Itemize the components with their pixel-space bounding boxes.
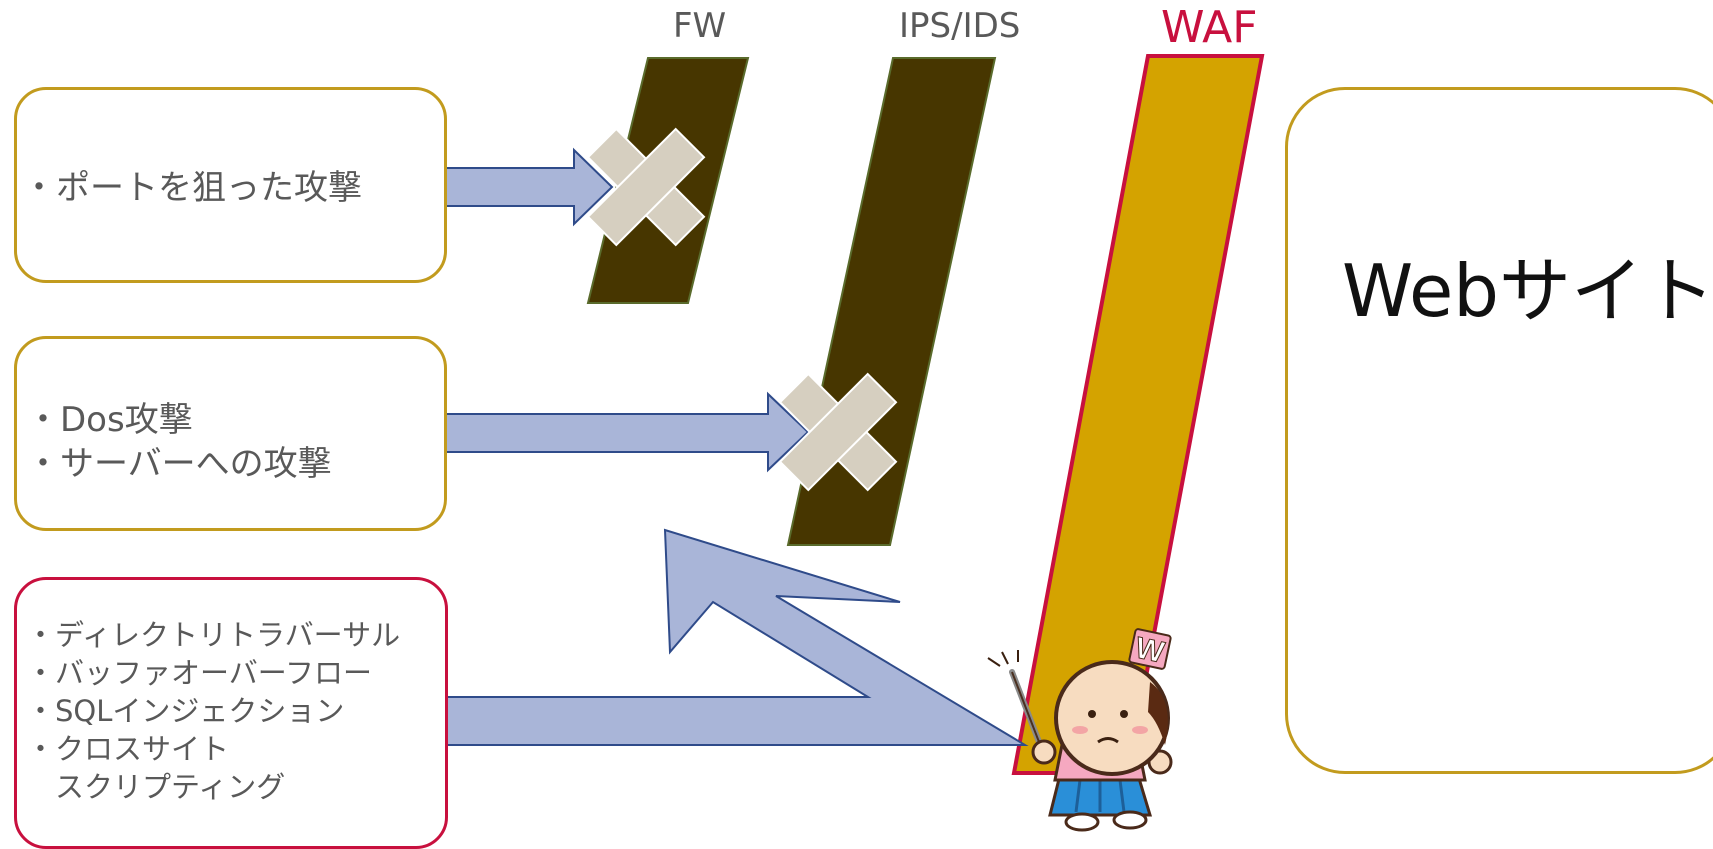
attack-line: ・ディレクトリトラバーサル (26, 618, 401, 652)
web-attack-box (14, 577, 448, 849)
dos-attack-box (14, 336, 447, 531)
dos-attack-text: ・Dos攻撃 ・サーバーへの攻撃 (26, 398, 332, 486)
attack-line: ・サーバーへの攻撃 (26, 444, 332, 484)
attack-line: ・ポートを狙った攻撃 (22, 168, 362, 208)
web-attack-reflected-arrow (444, 528, 1029, 746)
attack-line: スクリプティング (26, 770, 286, 804)
block-x-icon (586, 127, 706, 247)
attack-line: ・SQLインジェクション (26, 694, 345, 728)
waf-wall (1011, 54, 1265, 775)
web-attack-text: ・ディレクトリトラバーサル ・バッファオーバーフロー ・SQLインジェクション … (26, 616, 400, 806)
dos-attack-arrow (444, 391, 810, 473)
attack-line: ・バッファオーバーフロー (26, 656, 372, 690)
website-box (1285, 87, 1713, 774)
ips-ids-label: IPS/IDS (899, 6, 1021, 46)
attack-line: ・Dos攻撃 (26, 400, 193, 440)
block-x-icon (778, 372, 898, 492)
fw-label: FW (673, 6, 727, 46)
waf-label: WAF (1161, 2, 1258, 53)
website-title: Webサイト (1342, 249, 1713, 333)
port-attack-arrow (444, 147, 614, 227)
port-attack-text: ・ポートを狙った攻撃 (22, 165, 362, 211)
attack-line: ・クロスサイト (26, 732, 230, 766)
samurai-mascot-icon: W (987, 628, 1173, 832)
port-attack-box (14, 87, 447, 283)
